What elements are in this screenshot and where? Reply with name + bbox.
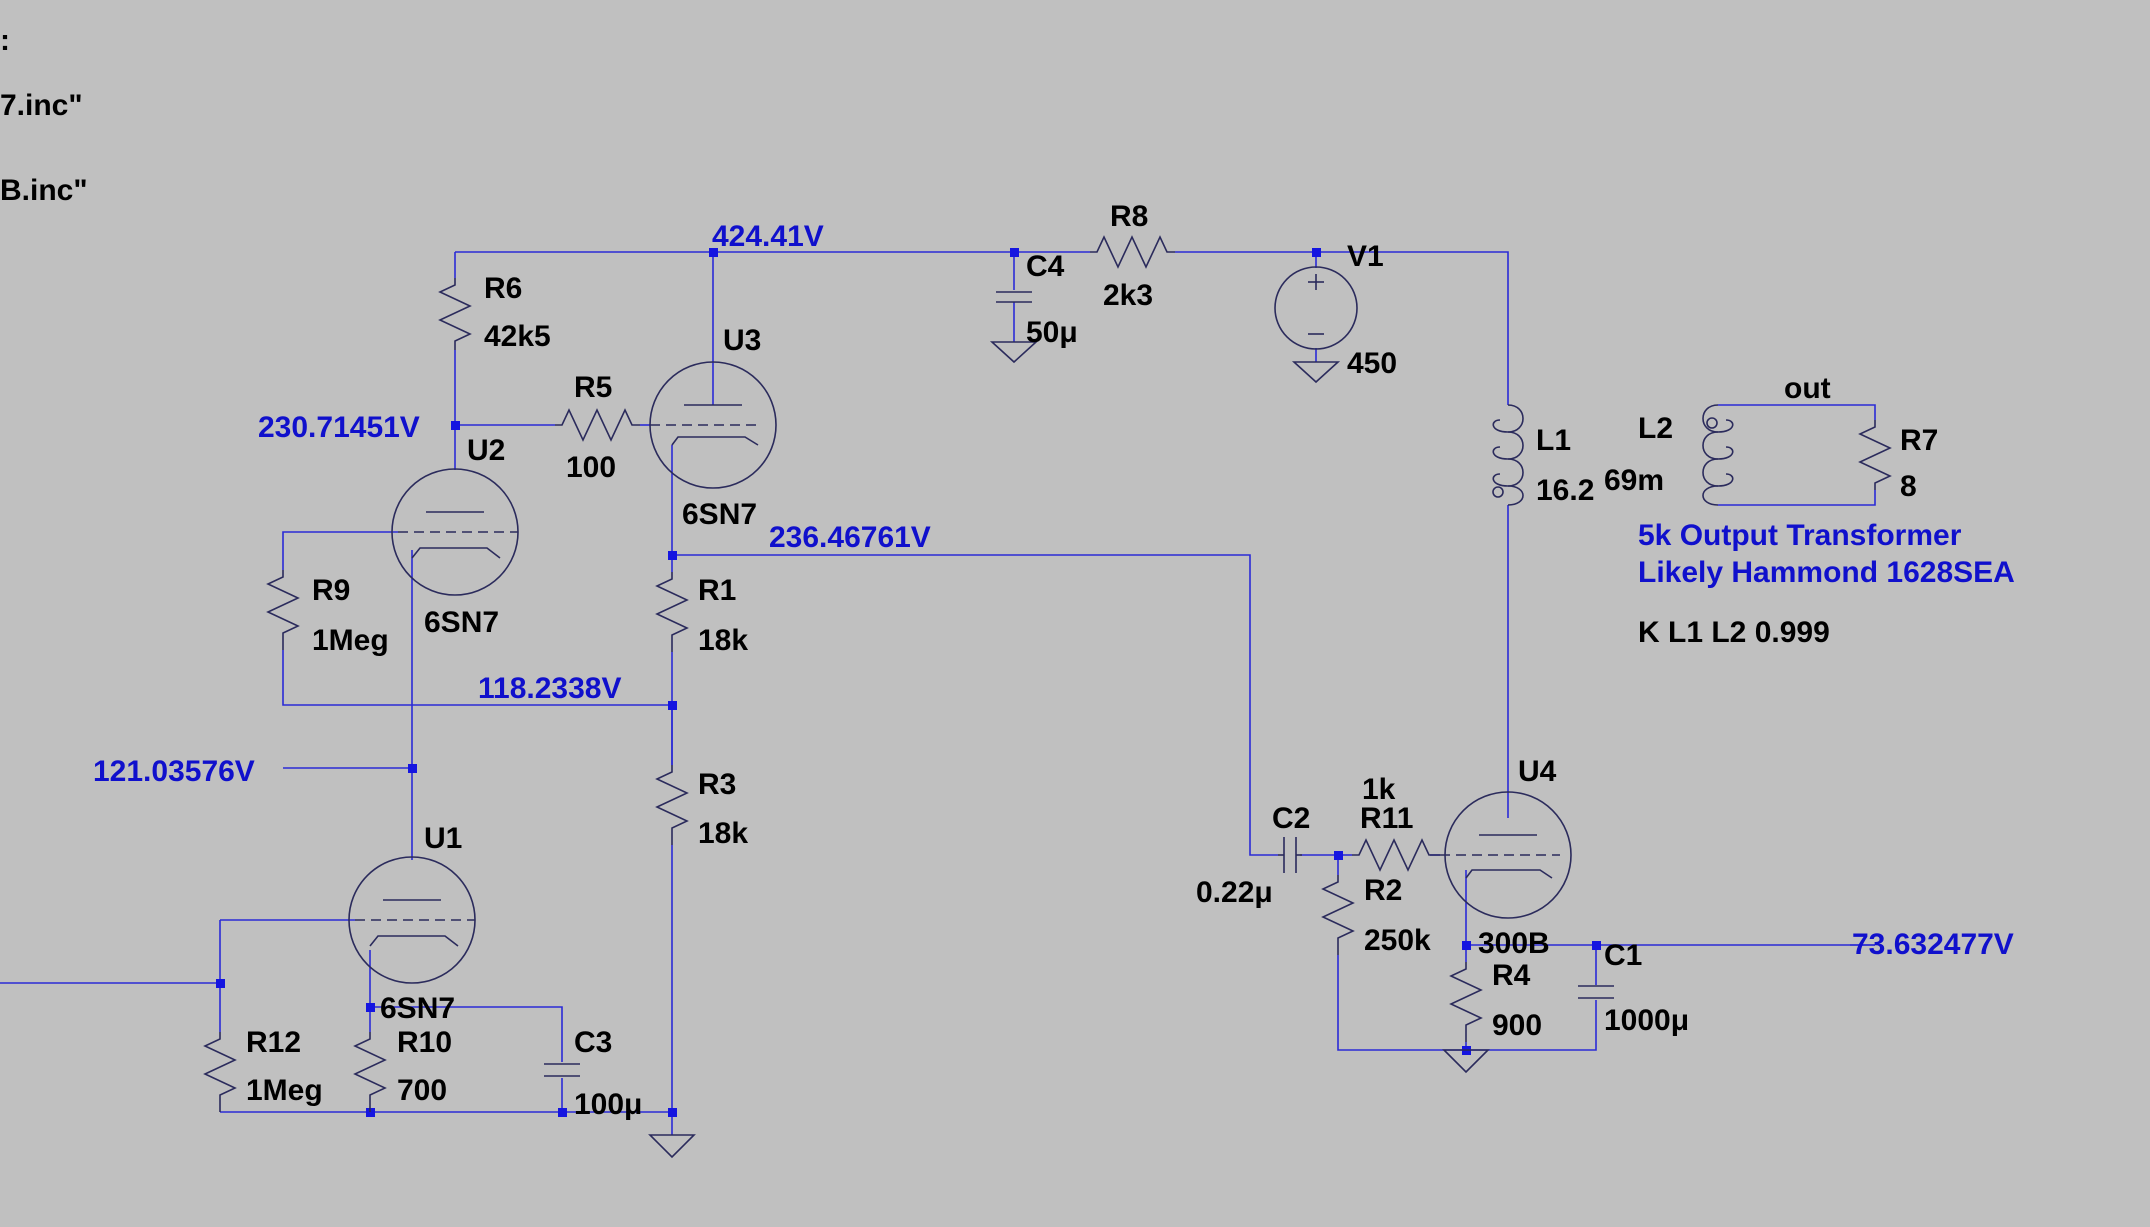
- L1-name: L1: [1536, 424, 1571, 457]
- ground-symbols: [648, 341, 1490, 1159]
- capacitor-C4[interactable]: [996, 291, 1032, 303]
- transformer-note-line-1: 5k Output Transformer: [1638, 519, 1962, 552]
- net-label-out: out: [1784, 372, 1831, 405]
- triode-U3[interactable]: [649, 361, 777, 489]
- inductor-L1[interactable]: [1492, 404, 1524, 506]
- capacitor-C2[interactable]: [1278, 837, 1302, 873]
- resistor-R2[interactable]: [1321, 875, 1355, 955]
- R7-name: R7: [1900, 424, 1938, 457]
- U2-model: 6SN7: [424, 606, 499, 639]
- R4-value: 900: [1492, 1009, 1542, 1042]
- R10-name: R10: [397, 1026, 452, 1059]
- voltage-source-V1[interactable]: [1274, 266, 1358, 350]
- R8-name: R8: [1110, 200, 1148, 233]
- triode-U1[interactable]: [348, 856, 476, 984]
- C1-value: 1000μ: [1604, 1004, 1689, 1037]
- resistor-R1[interactable]: [655, 572, 689, 652]
- spice-notes: 5k Output Transformer Likely Hammond 162…: [1638, 519, 2015, 649]
- R11-value: 1k: [1362, 773, 1396, 806]
- directive-colon: :: [0, 24, 10, 57]
- resistor-R12[interactable]: [203, 1032, 237, 1112]
- R5-value: 100: [566, 451, 616, 484]
- include-directive-1: 7.inc": [0, 89, 83, 122]
- triode-U2[interactable]: [391, 468, 519, 596]
- C1-name: C1: [1604, 939, 1642, 972]
- L2-value: 69m: [1604, 464, 1664, 497]
- R1-value: 18k: [698, 624, 748, 657]
- R5-name: R5: [574, 371, 612, 404]
- resistor-R8[interactable]: [1090, 235, 1175, 269]
- wires: [0, 251, 1876, 1135]
- capacitor-C3[interactable]: [544, 1063, 580, 1077]
- L1-value: 16.2: [1536, 474, 1594, 507]
- triode-U4[interactable]: [1440, 791, 1572, 919]
- R6-value: 42k5: [484, 320, 551, 353]
- voltage-divider-mid: 118.2338V: [478, 672, 621, 705]
- node-voltage-labels: 424.41V 230.71451V 236.46761V 118.2338V …: [93, 220, 2014, 961]
- C4-name: C4: [1026, 250, 1065, 283]
- include-directive-2: B.inc": [0, 174, 88, 207]
- L2-name: L2: [1638, 412, 1673, 445]
- resistor-R10[interactable]: [353, 1032, 387, 1112]
- R2-value: 250k: [1364, 924, 1431, 957]
- voltage-u4-cathode: 73.632477V: [1852, 928, 2014, 961]
- U2-name: U2: [467, 434, 505, 467]
- voltage-u3-cathode: 236.46761V: [769, 521, 931, 554]
- capacitor-C1[interactable]: [1578, 985, 1614, 999]
- R9-name: R9: [312, 574, 350, 607]
- C2-name: C2: [1272, 802, 1310, 835]
- C2-value: 0.22μ: [1196, 876, 1273, 909]
- V1-value: 450: [1347, 347, 1397, 380]
- R2-name: R2: [1364, 874, 1402, 907]
- voltage-u2-cathode: 121.03576V: [93, 755, 255, 788]
- directive-text: : 7.inc" B.inc": [0, 24, 88, 207]
- R10-value: 700: [397, 1074, 447, 1107]
- R6-name: R6: [484, 272, 522, 305]
- R3-name: R3: [698, 768, 736, 801]
- U3-name: U3: [723, 324, 761, 357]
- inductor-L2[interactable]: [1702, 404, 1734, 506]
- C3-value: 100μ: [574, 1088, 642, 1121]
- R4-name: R4: [1492, 959, 1531, 992]
- R12-name: R12: [246, 1026, 301, 1059]
- R1-name: R1: [698, 574, 736, 607]
- R12-value: 1Meg: [246, 1074, 323, 1107]
- U1-model: 6SN7: [380, 992, 455, 1025]
- C4-value: 50μ: [1026, 316, 1078, 349]
- resistor-R3[interactable]: [655, 765, 689, 845]
- resistor-R11[interactable]: [1352, 838, 1440, 872]
- resistor-R6[interactable]: [438, 278, 472, 350]
- U4-model: 300B: [1478, 927, 1550, 960]
- R8-value: 2k3: [1103, 279, 1153, 312]
- U1-name: U1: [424, 822, 462, 855]
- R11-name: R11: [1360, 802, 1413, 835]
- V1-name: V1: [1347, 240, 1384, 273]
- component-labels: R6 42k5 R5 100 R8 2k3 C4 50μ V1 450 U3 6…: [246, 200, 1938, 1121]
- resistor-R7[interactable]: [1858, 420, 1892, 490]
- resistor-R4[interactable]: [1449, 962, 1483, 1042]
- coupling-directive: K L1 L2 0.999: [1638, 616, 1830, 649]
- R9-value: 1Meg: [312, 624, 389, 657]
- C3-name: C3: [574, 1026, 612, 1059]
- R3-value: 18k: [698, 817, 748, 850]
- U4-name: U4: [1518, 755, 1557, 788]
- resistor-R5[interactable]: [555, 408, 640, 442]
- U3-model: 6SN7: [682, 498, 757, 531]
- R7-value: 8: [1900, 470, 1917, 503]
- voltage-u2-plate: 230.71451V: [258, 411, 420, 444]
- resistor-R9[interactable]: [266, 570, 300, 650]
- voltage-b-plus: 424.41V: [712, 220, 824, 253]
- transformer-note-line-2: Likely Hammond 1628SEA: [1638, 556, 2015, 589]
